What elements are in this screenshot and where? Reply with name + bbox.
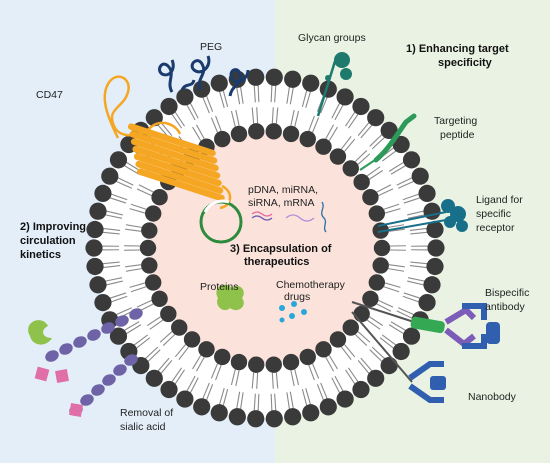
bispecific-label-1: Bispecific <box>485 287 529 299</box>
circulation-heading-1: 2) Improving <box>20 221 86 233</box>
specificity-heading-2: specificity <box>438 57 493 69</box>
sialic-label-2: sialic acid <box>120 421 166 433</box>
chemo-label-1: Chemotherapy <box>276 279 346 291</box>
peg-label: PEG <box>200 41 222 53</box>
nucleic-label-1: pDNA, miRNA, <box>248 184 318 196</box>
plasmid-dna-icon <box>199 199 243 244</box>
ligand-label-2: specific <box>476 208 511 220</box>
glycan-icon <box>316 52 352 117</box>
nanobody-label: Nanobody <box>468 391 517 403</box>
bispecific-label-2: antibody <box>485 301 525 313</box>
proteins-label: Proteins <box>200 281 239 293</box>
encapsulation-heading-2: therapeutics <box>244 256 309 268</box>
ligand-label-1: Ligand for <box>476 194 523 206</box>
circulation-heading-3: kinetics <box>20 249 61 261</box>
peg-polymer-icon <box>158 55 250 97</box>
sialic-acid-icon <box>28 308 143 417</box>
targeting-label-2: peptide <box>440 129 475 141</box>
ligand-icon <box>377 199 468 233</box>
chemo-label-2: drugs <box>284 291 310 303</box>
protein-icon <box>216 284 244 311</box>
cd47-protein-icon <box>103 75 232 210</box>
rna-strand-icon <box>251 201 327 233</box>
drug-molecules-icon <box>279 301 307 323</box>
encapsulation-heading-1: 3) Encapsulation of <box>230 243 332 255</box>
ligand-label-3: receptor <box>476 222 515 234</box>
sialic-label-1: Removal of <box>120 407 173 419</box>
bispecific-antibody-icon <box>351 301 500 349</box>
targeting-label-1: Targeting <box>434 115 477 127</box>
nanobody-icon <box>351 311 446 403</box>
nucleic-label-2: siRNA, mRNA <box>248 197 315 209</box>
specificity-heading-1: 1) Enhancing target <box>406 43 509 55</box>
glycan-label: Glycan groups <box>298 32 366 44</box>
circulation-heading-2: circulation <box>20 235 76 247</box>
cd47-label: CD47 <box>36 89 63 101</box>
targeting-peptide-icon <box>359 113 417 171</box>
